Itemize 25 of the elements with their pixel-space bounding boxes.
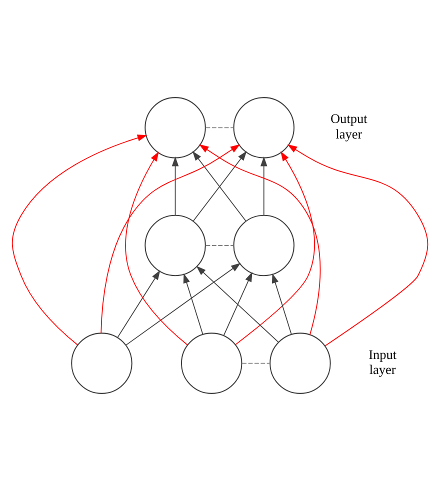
arrow [117,270,160,338]
arrow [172,156,179,216]
arrow [287,144,428,346]
arrow [100,144,240,334]
node-circle [270,332,331,394]
arrow [183,272,204,334]
node-circle [71,332,132,394]
connector [242,362,270,364]
node-circle [233,214,295,276]
arrow [198,144,321,335]
arrow [125,151,188,345]
arrow [260,156,268,216]
node-circle [144,96,206,158]
label: Input layer [368,346,397,376]
connector [205,126,234,128]
arrow [223,271,252,336]
arrow [235,150,315,345]
arrow [12,134,148,345]
arrow [126,262,241,346]
connector [205,244,234,246]
node-circle [233,96,295,158]
label: Output layer [330,110,368,141]
node-circle [180,332,242,394]
arrow [272,272,292,334]
arrow [196,265,279,342]
